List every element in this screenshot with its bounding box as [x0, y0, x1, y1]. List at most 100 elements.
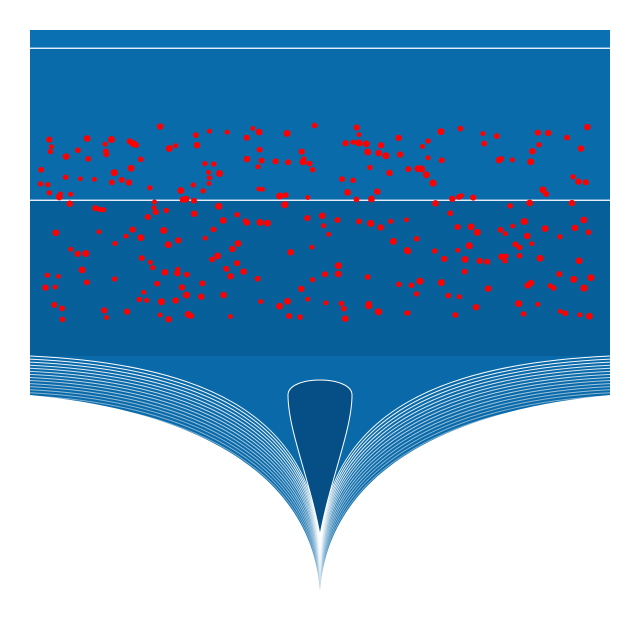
funnel-contour-line: [29, 398, 611, 587]
red-dot: [484, 258, 491, 265]
funnel-contour-lines: [29, 355, 611, 591]
red-dot: [52, 284, 58, 290]
red-dot: [68, 246, 74, 252]
red-dot: [507, 203, 513, 209]
red-dot: [419, 144, 425, 149]
red-dot: [243, 155, 251, 163]
red-dot: [224, 129, 230, 135]
red-dot: [123, 308, 131, 315]
red-dot: [305, 296, 311, 302]
red-dot: [326, 231, 332, 237]
red-dot: [425, 138, 431, 144]
red-dot: [364, 274, 371, 280]
red-dot: [177, 187, 185, 195]
red-dot: [529, 241, 535, 247]
red-dot: [396, 281, 402, 288]
red-dot: [227, 273, 234, 280]
red-dot: [321, 271, 328, 278]
red-dot: [408, 282, 415, 289]
red-dot: [258, 157, 265, 164]
red-dot: [206, 169, 211, 175]
red-dot: [56, 273, 61, 279]
red-dot: [441, 255, 448, 263]
red-dot: [284, 297, 291, 305]
red-dot: [580, 284, 588, 292]
red-dot: [78, 266, 86, 274]
red-dot: [74, 250, 81, 257]
red-dot: [234, 211, 240, 218]
red-dot: [367, 164, 373, 171]
red-dot: [536, 254, 544, 262]
red-dot: [250, 125, 256, 131]
red-dot: [102, 141, 108, 147]
red-dot: [154, 280, 161, 287]
red-dot: [47, 148, 53, 155]
red-dot: [564, 134, 570, 141]
red-dot: [109, 179, 115, 186]
red-dot: [91, 176, 97, 182]
red-dot: [338, 300, 345, 307]
red-dot: [404, 310, 409, 316]
red-dot: [209, 256, 216, 263]
red-dot: [364, 148, 372, 156]
red-dot: [156, 123, 164, 130]
red-dot: [405, 166, 412, 173]
red-dot: [476, 257, 483, 265]
red-dot: [178, 284, 186, 291]
red-dot: [44, 272, 51, 278]
red-dot: [524, 282, 532, 289]
red-dot: [584, 123, 591, 131]
red-dot: [502, 258, 508, 264]
red-dot: [422, 171, 430, 179]
red-dot: [49, 144, 54, 150]
upper-field: [30, 49, 610, 200]
red-dot: [465, 242, 473, 250]
red-dot: [429, 179, 437, 187]
red-dot: [255, 164, 261, 170]
red-dot: [353, 196, 360, 203]
red-dot: [481, 140, 488, 147]
red-dot: [306, 160, 313, 167]
red-dot: [470, 194, 477, 201]
red-dot: [334, 262, 342, 270]
red-dot: [454, 223, 461, 231]
red-dot: [192, 132, 199, 138]
red-dot: [524, 232, 531, 240]
red-dot: [172, 143, 179, 149]
red-dot: [497, 226, 504, 233]
red-dot: [547, 283, 553, 289]
red-dot: [355, 139, 363, 147]
red-dot: [298, 285, 305, 293]
red-dot: [386, 169, 393, 177]
red-dot: [193, 141, 201, 149]
red-dot: [101, 307, 108, 314]
red-dot: [404, 217, 409, 223]
red-dot: [344, 189, 351, 196]
red-dot: [206, 181, 212, 186]
red-dot: [568, 199, 576, 207]
red-dot: [473, 228, 481, 236]
red-dot: [575, 257, 583, 265]
red-dot: [123, 233, 129, 239]
red-dot: [536, 142, 542, 148]
red-dot: [334, 217, 341, 223]
red-dot: [502, 231, 508, 237]
red-dot: [437, 128, 445, 136]
red-dot: [461, 268, 468, 275]
red-dot: [258, 299, 264, 305]
red-dot: [75, 147, 81, 154]
red-dot: [112, 240, 118, 247]
red-dot: [190, 182, 196, 188]
red-dot: [556, 271, 563, 278]
red-dot: [389, 237, 397, 245]
red-dot: [575, 178, 582, 185]
red-dot: [83, 279, 90, 286]
red-dot: [63, 174, 69, 180]
red-dot: [414, 165, 422, 173]
red-dot: [309, 166, 316, 173]
red-dot: [449, 195, 456, 203]
red-dot: [59, 316, 66, 323]
red-dot: [543, 191, 550, 197]
red-dot: [529, 148, 536, 155]
red-dot: [51, 301, 58, 308]
